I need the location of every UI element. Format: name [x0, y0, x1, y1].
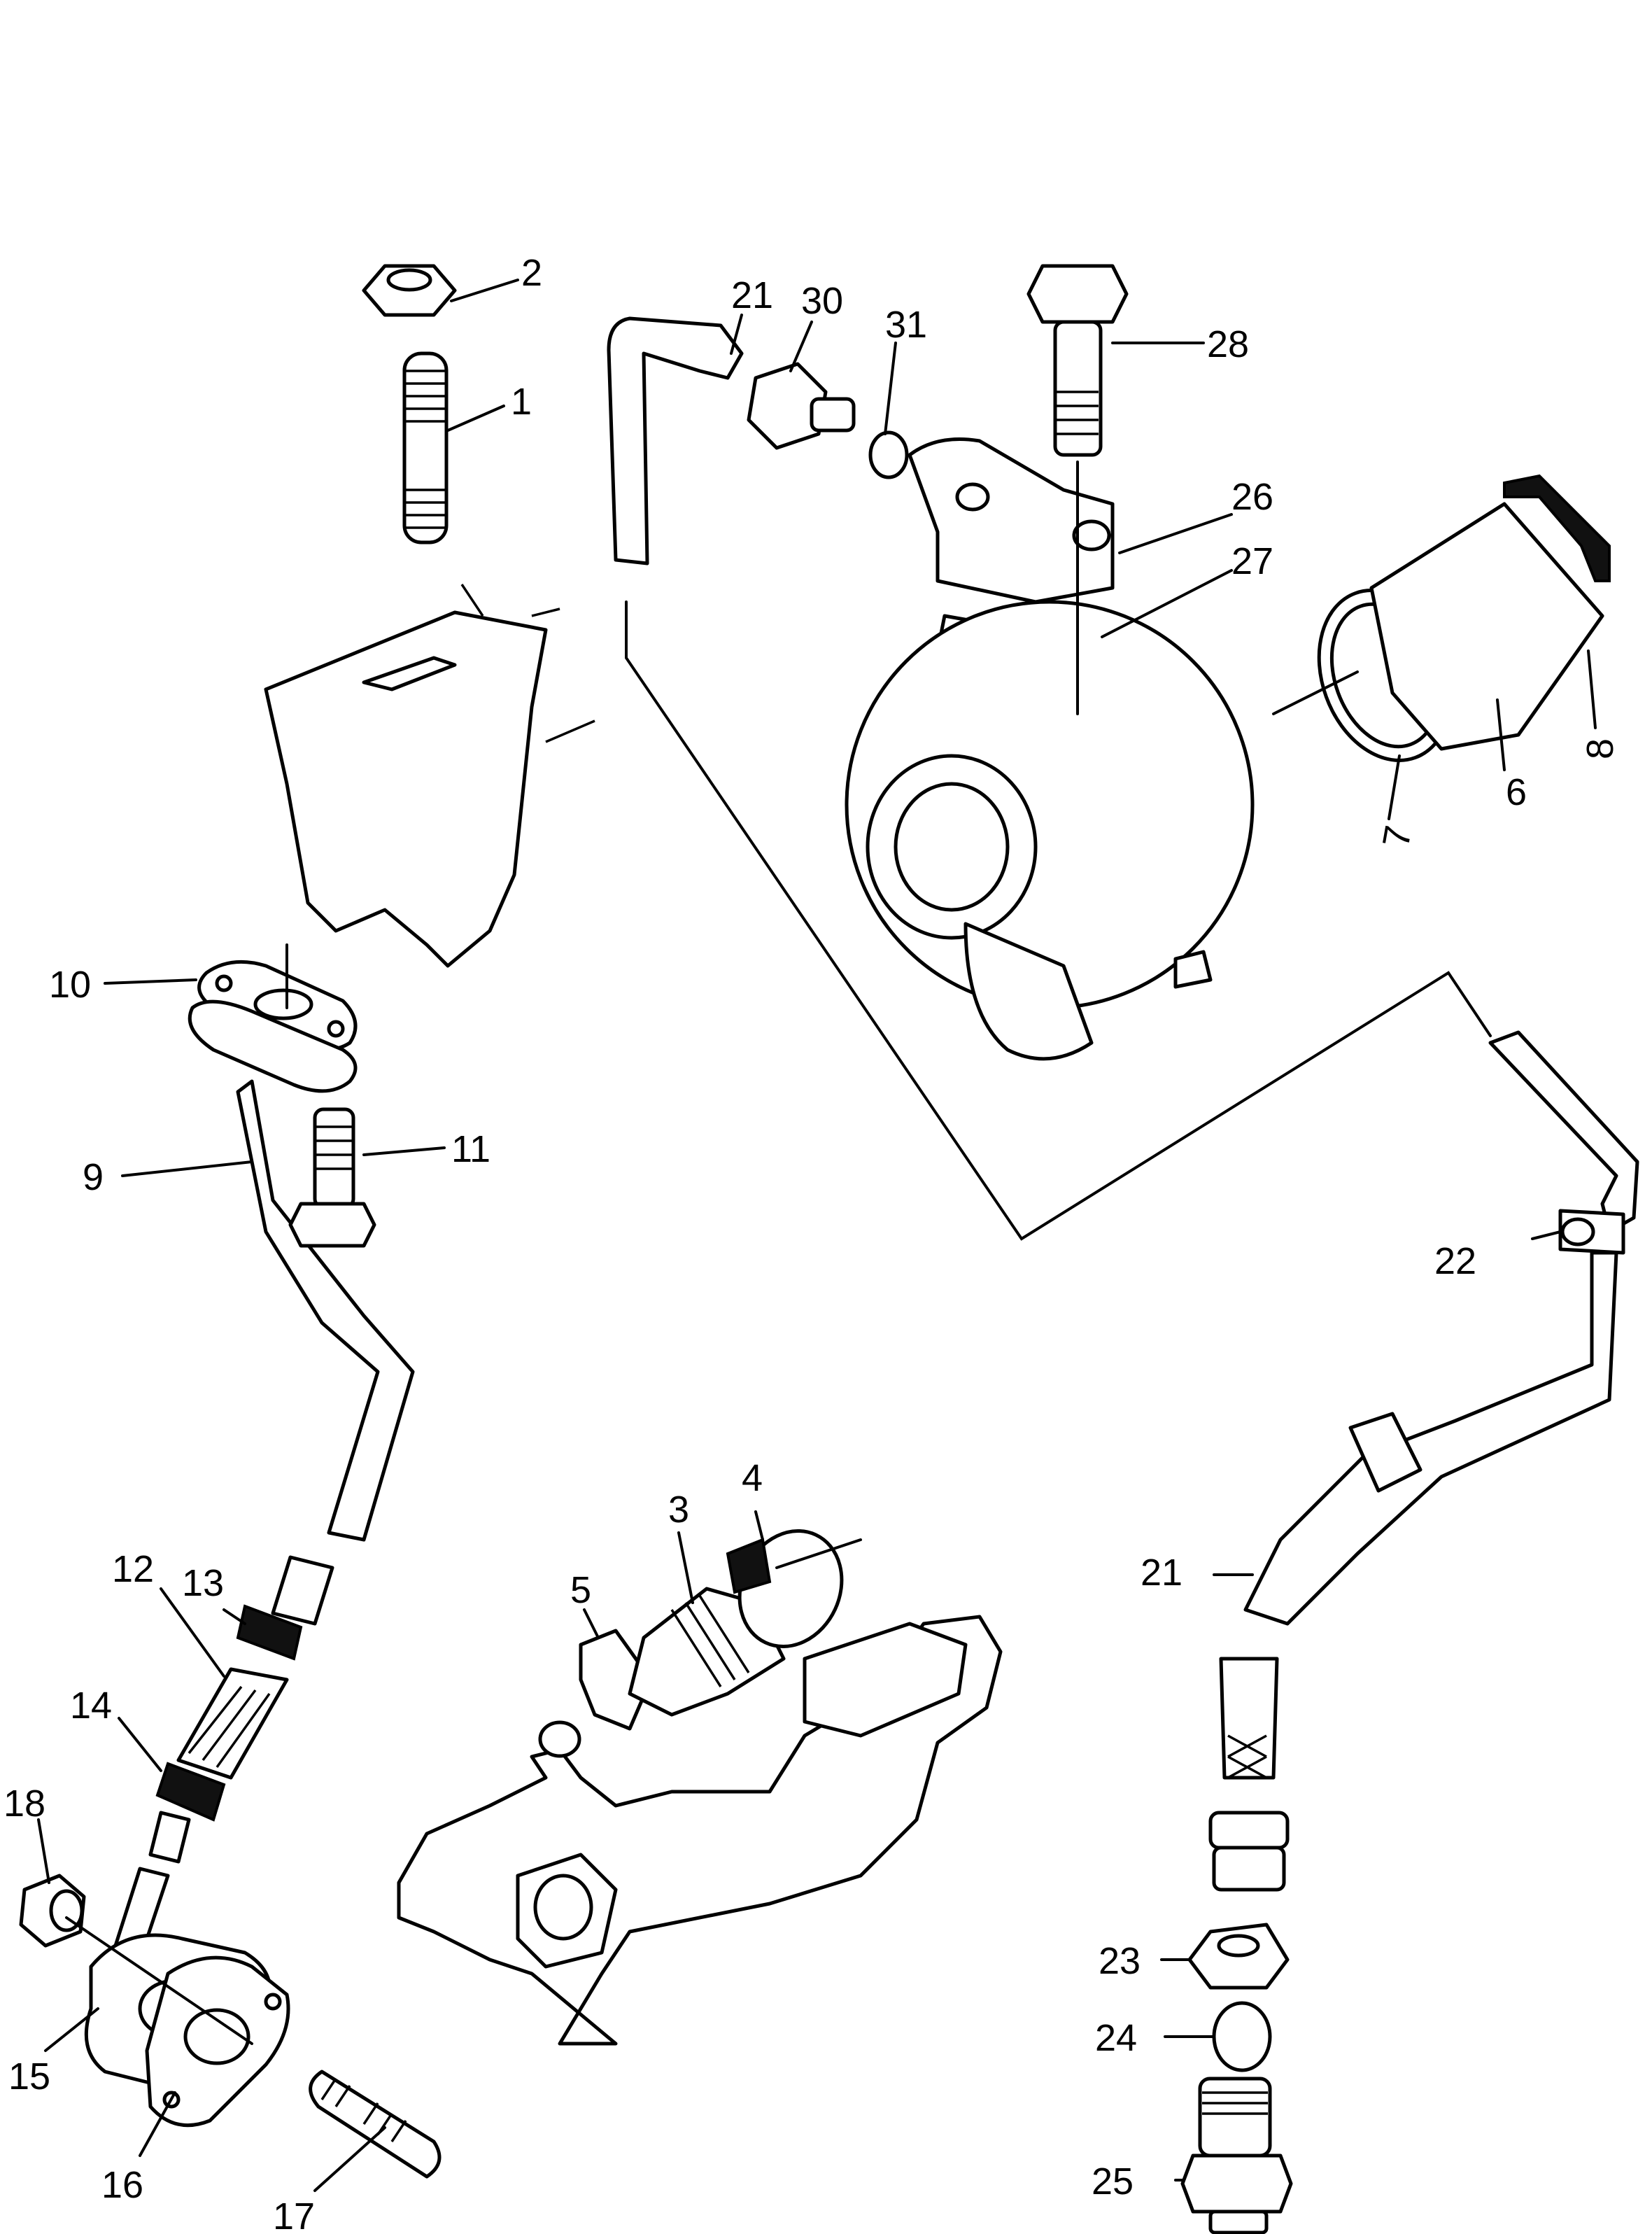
part-hose-12 — [176, 1555, 334, 1780]
callout-12: 12 — [112, 1548, 154, 1590]
callout-10: 10 — [49, 964, 91, 1006]
part-clamp-14 — [155, 1762, 226, 1822]
part-ring-8 — [1503, 474, 1611, 582]
part-flange-16 — [84, 1933, 290, 2128]
part-clamp-4 — [726, 1529, 844, 1649]
part-sleeve-24 — [1212, 2001, 1272, 2072]
part-pipe-21-right-upper — [1488, 1030, 1639, 1234]
callout-11: 11 — [451, 1128, 490, 1170]
part-pipe-end-fitting — [1208, 1657, 1290, 1892]
part-clip-22 — [1558, 1209, 1625, 1255]
callout-labels: 2 1 21 30 31 28 26 27 7 6 8 10 9 11 12 1… — [3, 252, 1621, 2234]
part-gasket-10 — [197, 960, 358, 1052]
callout-17: 17 — [273, 2196, 315, 2234]
callout-25: 25 — [1092, 2161, 1134, 2203]
part-bolt-28 — [1026, 264, 1129, 457]
callout-2: 2 — [521, 252, 542, 294]
callout-23: 23 — [1099, 1940, 1141, 1982]
callout-18: 18 — [3, 1783, 45, 1825]
part-oil-return-pipe-9 — [188, 999, 415, 1542]
callout-5: 5 — [570, 1569, 591, 1611]
callout-28: 28 — [1207, 323, 1249, 365]
part-exhaust-manifold-outlet — [264, 584, 595, 968]
part-turbocharger — [845, 600, 1255, 1061]
part-nut-18 — [19, 1874, 86, 1948]
part-pipe-21-top — [607, 316, 744, 565]
callout-22: 22 — [1434, 1240, 1476, 1282]
part-stud-1 — [402, 351, 449, 545]
callout-9: 9 — [83, 1156, 104, 1198]
part-hose-6 — [1369, 502, 1604, 751]
callout-27: 27 — [1231, 540, 1273, 582]
part-connector-25 — [1180, 2077, 1293, 2234]
callout-1: 1 — [511, 381, 532, 423]
callout-7: 7 — [1375, 822, 1420, 850]
callout-3: 3 — [668, 1489, 689, 1531]
callout-16: 16 — [101, 2164, 143, 2206]
callout-26: 26 — [1231, 476, 1273, 518]
part-oil-feed-fitting-26 — [908, 437, 1115, 604]
part-clamp-13 — [236, 1604, 303, 1661]
callout-13: 13 — [182, 1562, 224, 1604]
part-bolt-11 — [288, 1107, 376, 1248]
callout-6: 6 — [1506, 771, 1527, 813]
part-clamp-5 — [579, 1629, 653, 1731]
part-nut-30 — [747, 362, 856, 450]
part-washer-31 — [868, 430, 909, 479]
part-stud-17 — [309, 2070, 442, 2179]
callout-31: 31 — [885, 304, 927, 346]
callout-4: 4 — [742, 1457, 763, 1499]
part-nut-23 — [1187, 1923, 1290, 1990]
part-pipe-21-right-lower — [1243, 1251, 1618, 1626]
part-nut-2 — [362, 264, 457, 317]
callout-24: 24 — [1095, 2017, 1137, 2059]
callout-8: 8 — [1579, 738, 1621, 759]
part-exhaust-manifold — [397, 1615, 1003, 2046]
callout-30: 30 — [801, 280, 843, 322]
callout-15: 15 — [8, 2056, 50, 2098]
callout-leaders — [37, 279, 1597, 2192]
callout-21-right: 21 — [1141, 1552, 1182, 1594]
assembly-lines — [65, 461, 1492, 2045]
callout-21-top: 21 — [731, 274, 773, 316]
callout-14: 14 — [70, 1685, 112, 1727]
